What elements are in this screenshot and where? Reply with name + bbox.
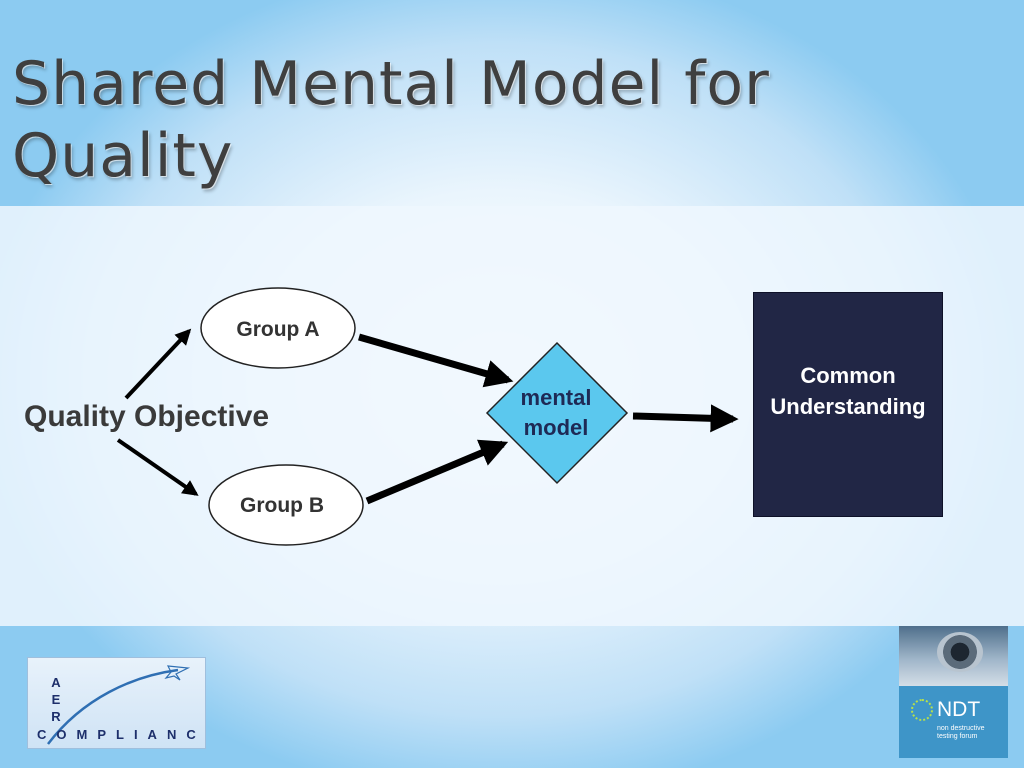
jet-engine-photo	[899, 626, 1008, 686]
ndt-tagline-line-1: non destructive	[937, 725, 985, 732]
ndt-forum-logo: NDT non destructive testing forum	[899, 626, 1008, 758]
aero-compliance-word: COMPLIANCE	[37, 727, 206, 742]
common-understanding-line-2: Understanding	[770, 394, 926, 419]
group-b-ellipse	[208, 464, 364, 546]
ndt-brand: NDT	[937, 698, 981, 721]
ndt-burst-icon	[911, 699, 933, 721]
arrow-objective-to-group-b	[116, 438, 199, 496]
group-a-label: Group A	[236, 318, 320, 341]
slide-title-line-2: Quality	[12, 121, 234, 191]
arrow-objective-to-group-a	[124, 328, 192, 400]
slide-title: Shared Mental Model for Quality	[12, 48, 770, 192]
arrow-group-b-to-mental-model	[365, 439, 509, 505]
quality-objective-label: Quality Objective	[24, 400, 270, 433]
aero-letter: A	[51, 675, 61, 690]
common-understanding-box	[753, 292, 943, 517]
mental-model-label: mental model	[500, 383, 612, 443]
group-a-ellipse	[200, 287, 356, 369]
ndt-tagline-line-2: testing forum	[937, 733, 978, 740]
aero-letter: E	[51, 692, 61, 707]
mental-model-diamond	[485, 341, 629, 485]
slide-title-line-1: Shared Mental Model for	[12, 49, 770, 119]
common-understanding-label: Common Understanding	[753, 360, 943, 422]
aero-swoosh-icon	[47, 665, 191, 745]
arrow-group-a-to-mental-model	[358, 333, 514, 388]
aero-letter: R	[51, 709, 61, 724]
mental-model-label-line-1: mental	[520, 385, 592, 410]
common-understanding-line-1: Common	[800, 363, 896, 388]
jet-engine-icon	[937, 632, 983, 672]
aero-letters: A E R	[48, 674, 64, 725]
group-b-label: Group B	[240, 494, 324, 517]
aero-compliance-logo: A E R COMPLIANCE	[27, 657, 206, 749]
ndt-tagline: non destructive testing forum	[937, 725, 984, 741]
mental-model-label-line-2: model	[523, 415, 589, 440]
arrow-mental-model-to-common-understanding	[632, 404, 739, 433]
